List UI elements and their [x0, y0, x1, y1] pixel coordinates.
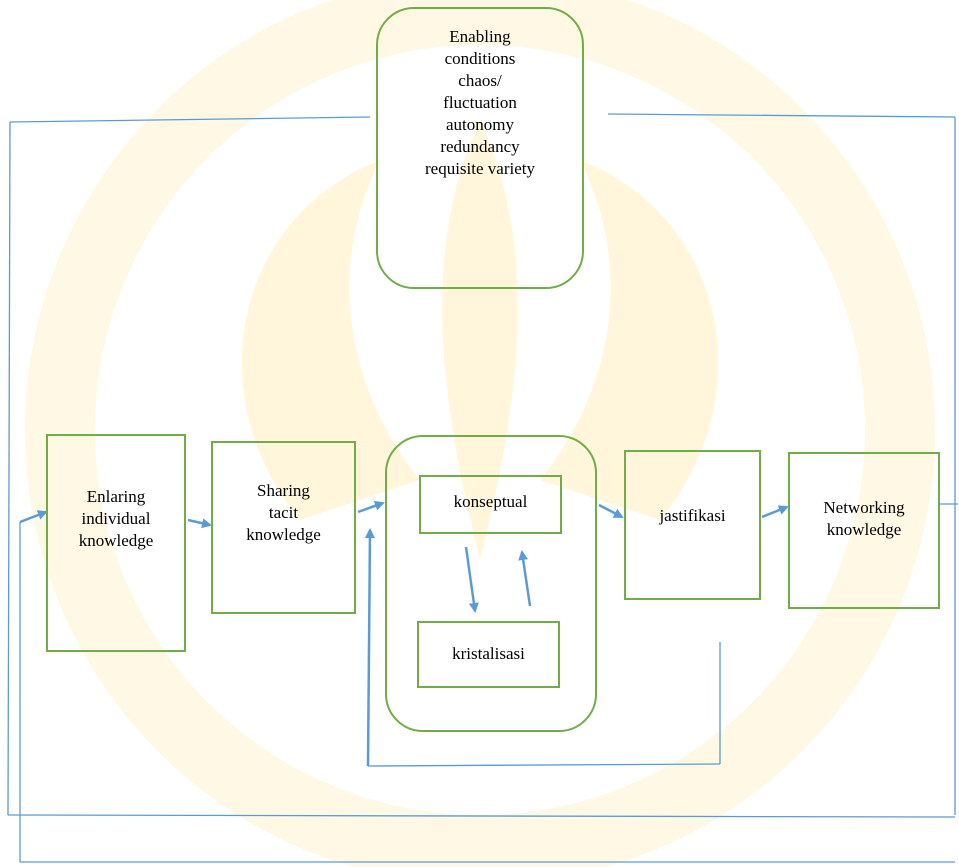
outer-frame-line-left — [7, 121, 11, 816]
networking-knowledge-box — [788, 452, 940, 609]
kristalisasi-box — [417, 621, 560, 688]
feedback-arrow-up — [364, 528, 375, 767]
jastifikasi-box — [624, 450, 761, 600]
sharing-knowledge-label: Sharing tacit knowledge — [246, 481, 321, 544]
outer-frame-line-bottom — [7, 814, 956, 818]
arrow-enlarging-to-sharing — [187, 518, 212, 529]
konseptual-label: konseptual — [453, 492, 528, 511]
arrow-group-to-jastifikasi — [598, 503, 624, 519]
enabling-conditions-box — [376, 7, 584, 289]
conceptual-group-box — [385, 435, 597, 732]
arrow-jastifikasi-to-networking — [761, 505, 789, 519]
arrow-sharing-to-group — [357, 501, 385, 514]
loop-arrow-to-enlarging — [19, 510, 48, 524]
networking-knowledge-label: Networking knowledge — [823, 498, 905, 539]
enabling-conditions-label: Enabling conditions chaos/ fluctuation a… — [425, 27, 535, 178]
arrow-konseptual-to-kristalisasi — [464, 546, 479, 613]
outer-frame-line-top-right — [607, 113, 956, 118]
konseptual-box — [419, 475, 562, 534]
enlarging-knowledge-box — [46, 434, 186, 652]
feedback-line-bottom — [367, 763, 721, 767]
sharing-knowledge-box — [211, 441, 356, 614]
outer-frame-line-top-left — [9, 116, 371, 123]
enlarging-knowledge-label: Enlaring individual knowledge — [78, 487, 154, 550]
jastifikasi-label: jastifikasi — [659, 506, 726, 525]
kristalisasi-label: kristalisasi — [452, 644, 525, 663]
arrow-kristalisasi-to-konseptual — [518, 550, 532, 607]
